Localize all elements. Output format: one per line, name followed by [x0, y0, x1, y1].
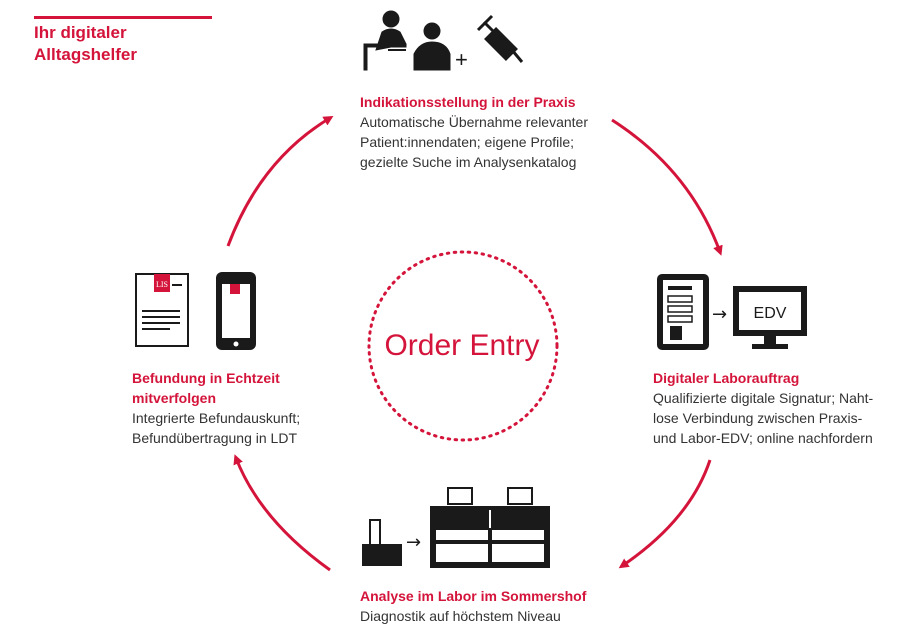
svg-text:+: + — [455, 47, 468, 72]
intro-title: Ihr digitaler Alltagshelfer — [34, 23, 137, 64]
step-indication: Indikationsstellung in der Praxis Automa… — [360, 92, 680, 172]
test-tube-icon — [362, 519, 402, 566]
order-entry-circle — [367, 250, 559, 442]
step-description: Diagnostik auf höchstem Niveau — [360, 608, 561, 624]
monitor-icon: EDV — [733, 286, 807, 349]
step-description: Integrierte Befundauskunft; Befundübertr… — [132, 410, 301, 446]
step-title: Analyse im Labor im Sommershof — [360, 588, 587, 604]
cycle-arrow-top-right — [611, 118, 723, 256]
lab-analyzer-icon — [430, 487, 550, 568]
arrow-icon: → — [712, 304, 727, 325]
step-description: Automatische Übernahme relevanter Patien… — [360, 114, 589, 170]
document-label: LIS — [156, 280, 168, 289]
intro-rule — [34, 16, 212, 19]
cycle-arrow-bottom-left — [233, 454, 331, 572]
svg-text:→: → — [712, 304, 727, 325]
step-title: Digitaler Laborauftrag — [653, 370, 800, 386]
syringe-icon — [476, 14, 524, 63]
step-lab-order: Digitaler Laborauftrag Qualifizierte dig… — [653, 368, 924, 448]
step-lab-analysis: Analyse im Labor im Sommershof Diagnosti… — [360, 586, 660, 626]
plus-icon: + — [455, 47, 468, 72]
svg-text:→: → — [406, 532, 421, 553]
order-entry-label: Order Entry — [384, 329, 540, 362]
step-results: Befundung in Echtzeit mitverfolgen Integ… — [132, 368, 362, 448]
step-description: Qualifizierte digitale Signatur; Naht- l… — [653, 390, 874, 446]
tablet-form-icon — [657, 274, 709, 350]
cycle-arrow-top-left — [226, 115, 334, 247]
step-title: Befundung in Echtzeit mitverfolgen — [132, 370, 280, 406]
smartphone-icon — [216, 272, 256, 350]
step-title: Indikationsstellung in der Praxis — [360, 94, 576, 110]
doctor-patient-icon — [363, 10, 451, 71]
arrow-icon-lab: → — [406, 532, 421, 553]
monitor-label: EDV — [754, 305, 787, 322]
document-icon: LIS — [135, 273, 189, 347]
cycle-arrow-bottom-right — [618, 459, 712, 569]
